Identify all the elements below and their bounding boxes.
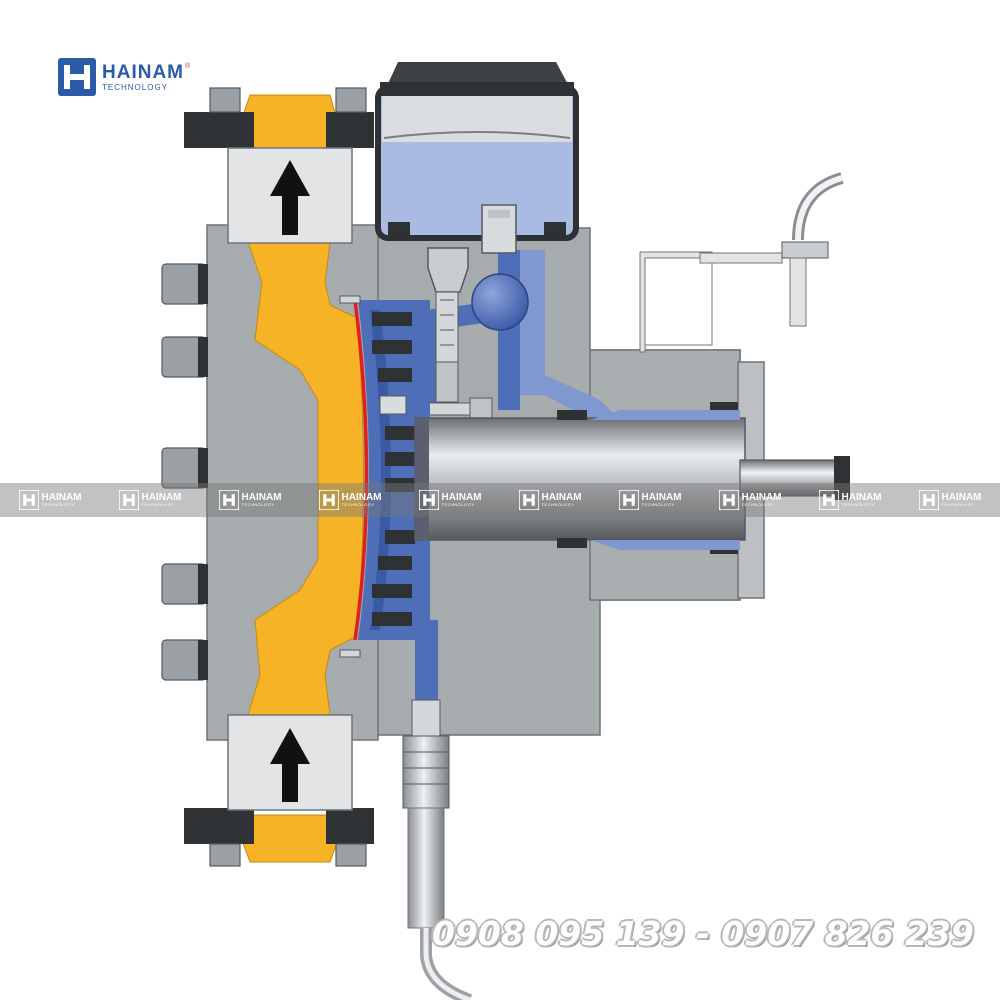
watermark-sub: TECHNOLOGY	[241, 502, 275, 507]
watermark-name: HAINAM	[741, 492, 782, 503]
refill-valve	[427, 204, 517, 403]
watermark-name: HAINAM	[41, 492, 82, 503]
watermark-name: HAINAM	[241, 492, 282, 503]
suction-valve-bottom	[184, 714, 374, 844]
diaphragm-screws	[339, 295, 361, 658]
logo-mark-icon	[818, 490, 839, 510]
watermark-sub: TECHNOLOGY	[541, 502, 575, 507]
up-arrow-icon	[270, 160, 310, 235]
logo-mark-icon	[618, 490, 639, 510]
brand-logo: HAINAM® TECHNOLOGY	[58, 58, 190, 96]
logo-mark-icon	[58, 58, 96, 96]
hex-bolt-icon	[161, 87, 367, 867]
watermark-sub: TECHNOLOGY	[441, 502, 475, 507]
logo-mark-icon	[518, 490, 539, 510]
logo-mark-icon	[318, 490, 339, 510]
watermark-sub: TECHNOLOGY	[841, 502, 875, 507]
watermark-sub: TECHNOLOGY	[41, 502, 75, 507]
relief-valve-ball	[471, 273, 529, 331]
logo-mark-icon	[918, 490, 939, 510]
watermark-name: HAINAM	[341, 492, 382, 503]
watermark-sub: TECHNOLOGY	[341, 502, 375, 507]
watermark-name: HAINAM	[441, 492, 482, 503]
oil-reservoir	[375, 62, 579, 241]
suction-valve-top	[184, 112, 374, 244]
brand-name: HAINAM	[102, 61, 184, 83]
logo-mark-icon	[18, 490, 39, 510]
logo-mark-icon	[118, 490, 139, 510]
watermark-name: HAINAM	[941, 492, 982, 503]
watermark-sub: TECHNOLOGY	[741, 502, 775, 507]
watermark-name: HAINAM	[641, 492, 682, 503]
hydraulic-chamber	[358, 300, 430, 640]
brand-sub: TECHNOLOGY	[102, 82, 169, 92]
watermark-name: HAINAM	[841, 492, 882, 503]
registered-mark: ®	[185, 62, 191, 70]
piston	[414, 417, 746, 541]
watermark-sub: TECHNOLOGY	[941, 502, 975, 507]
diaphragm	[353, 299, 369, 641]
watermark-sub: TECHNOLOGY	[141, 502, 175, 507]
logo-mark-icon	[418, 490, 439, 510]
logo-mark-icon	[718, 490, 739, 510]
phone-watermark: 0908 095 139 - 0907 826 239	[432, 914, 974, 953]
up-arrow-icon	[270, 728, 310, 802]
watermark-name: HAINAM	[141, 492, 182, 503]
watermark-sub: TECHNOLOGY	[641, 502, 675, 507]
vent-pipe	[639, 172, 844, 353]
logo-mark-icon	[218, 490, 239, 510]
diaphragm-support-plate	[372, 312, 415, 626]
watermark-name: HAINAM	[541, 492, 582, 503]
rod-end-cap	[834, 456, 850, 500]
